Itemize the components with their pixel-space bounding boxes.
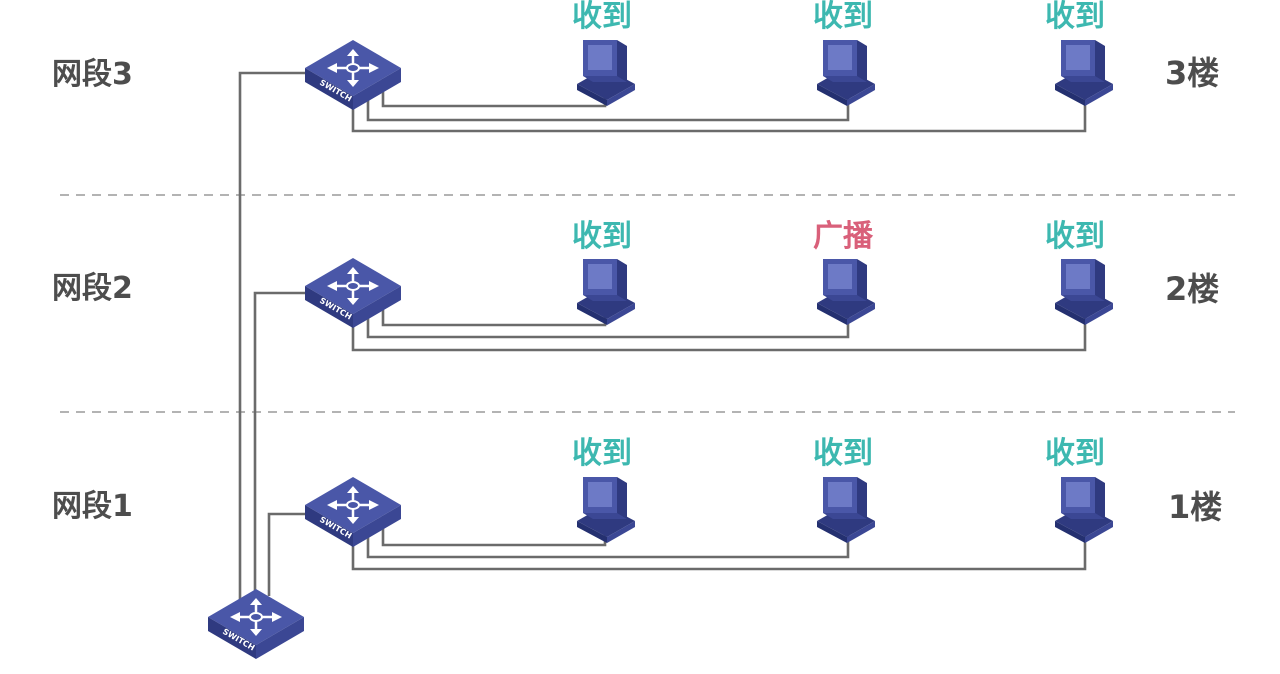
status-label: 收到 — [813, 0, 873, 34]
segment-label: 网段1 — [52, 489, 133, 524]
floor-label: 2楼 — [1165, 270, 1219, 308]
core-switch-icon: SWITCH — [206, 587, 306, 661]
floor-label: 1楼 — [1168, 488, 1222, 526]
broadcast-label: 广播 — [813, 219, 874, 254]
status-label: 收到 — [572, 219, 632, 254]
segment-label: 网段3 — [52, 57, 133, 92]
computer-icon — [817, 259, 875, 325]
status-label: 收到 — [572, 0, 632, 34]
computer-icon — [1055, 259, 1113, 325]
status-label: 收到 — [572, 436, 632, 471]
computer-icon — [1055, 477, 1113, 543]
computer-icon — [577, 259, 635, 325]
status-label: 收到 — [1045, 436, 1105, 471]
network-switch-icon: SWITCH — [303, 475, 403, 549]
computer-icon — [577, 40, 635, 106]
link-s3-pc3 — [351, 86, 1087, 133]
link-s2-pc1 — [381, 305, 607, 327]
floor-label: 3楼 — [1165, 54, 1219, 92]
status-label: 收到 — [1045, 219, 1105, 254]
computer-icon — [1055, 40, 1113, 106]
computer-icon — [817, 477, 875, 543]
status-label: 收到 — [813, 436, 873, 471]
link-s2-pc3 — [351, 305, 1087, 352]
network-switch-icon: SWITCH — [303, 256, 403, 330]
link-s1-pc1 — [381, 524, 607, 547]
link-s1-pc3 — [351, 525, 1087, 571]
core-uplink-segment-2 — [253, 291, 308, 598]
network-switch-icon: SWITCH — [303, 38, 403, 112]
status-label: 收到 — [1045, 0, 1105, 34]
link-s3-pc1 — [381, 86, 607, 108]
core-uplink-segment-3 — [238, 71, 308, 600]
segment-label: 网段2 — [52, 271, 133, 306]
core-uplink-segment-1 — [267, 512, 308, 596]
computer-icon — [817, 40, 875, 106]
computer-icon — [577, 477, 635, 543]
